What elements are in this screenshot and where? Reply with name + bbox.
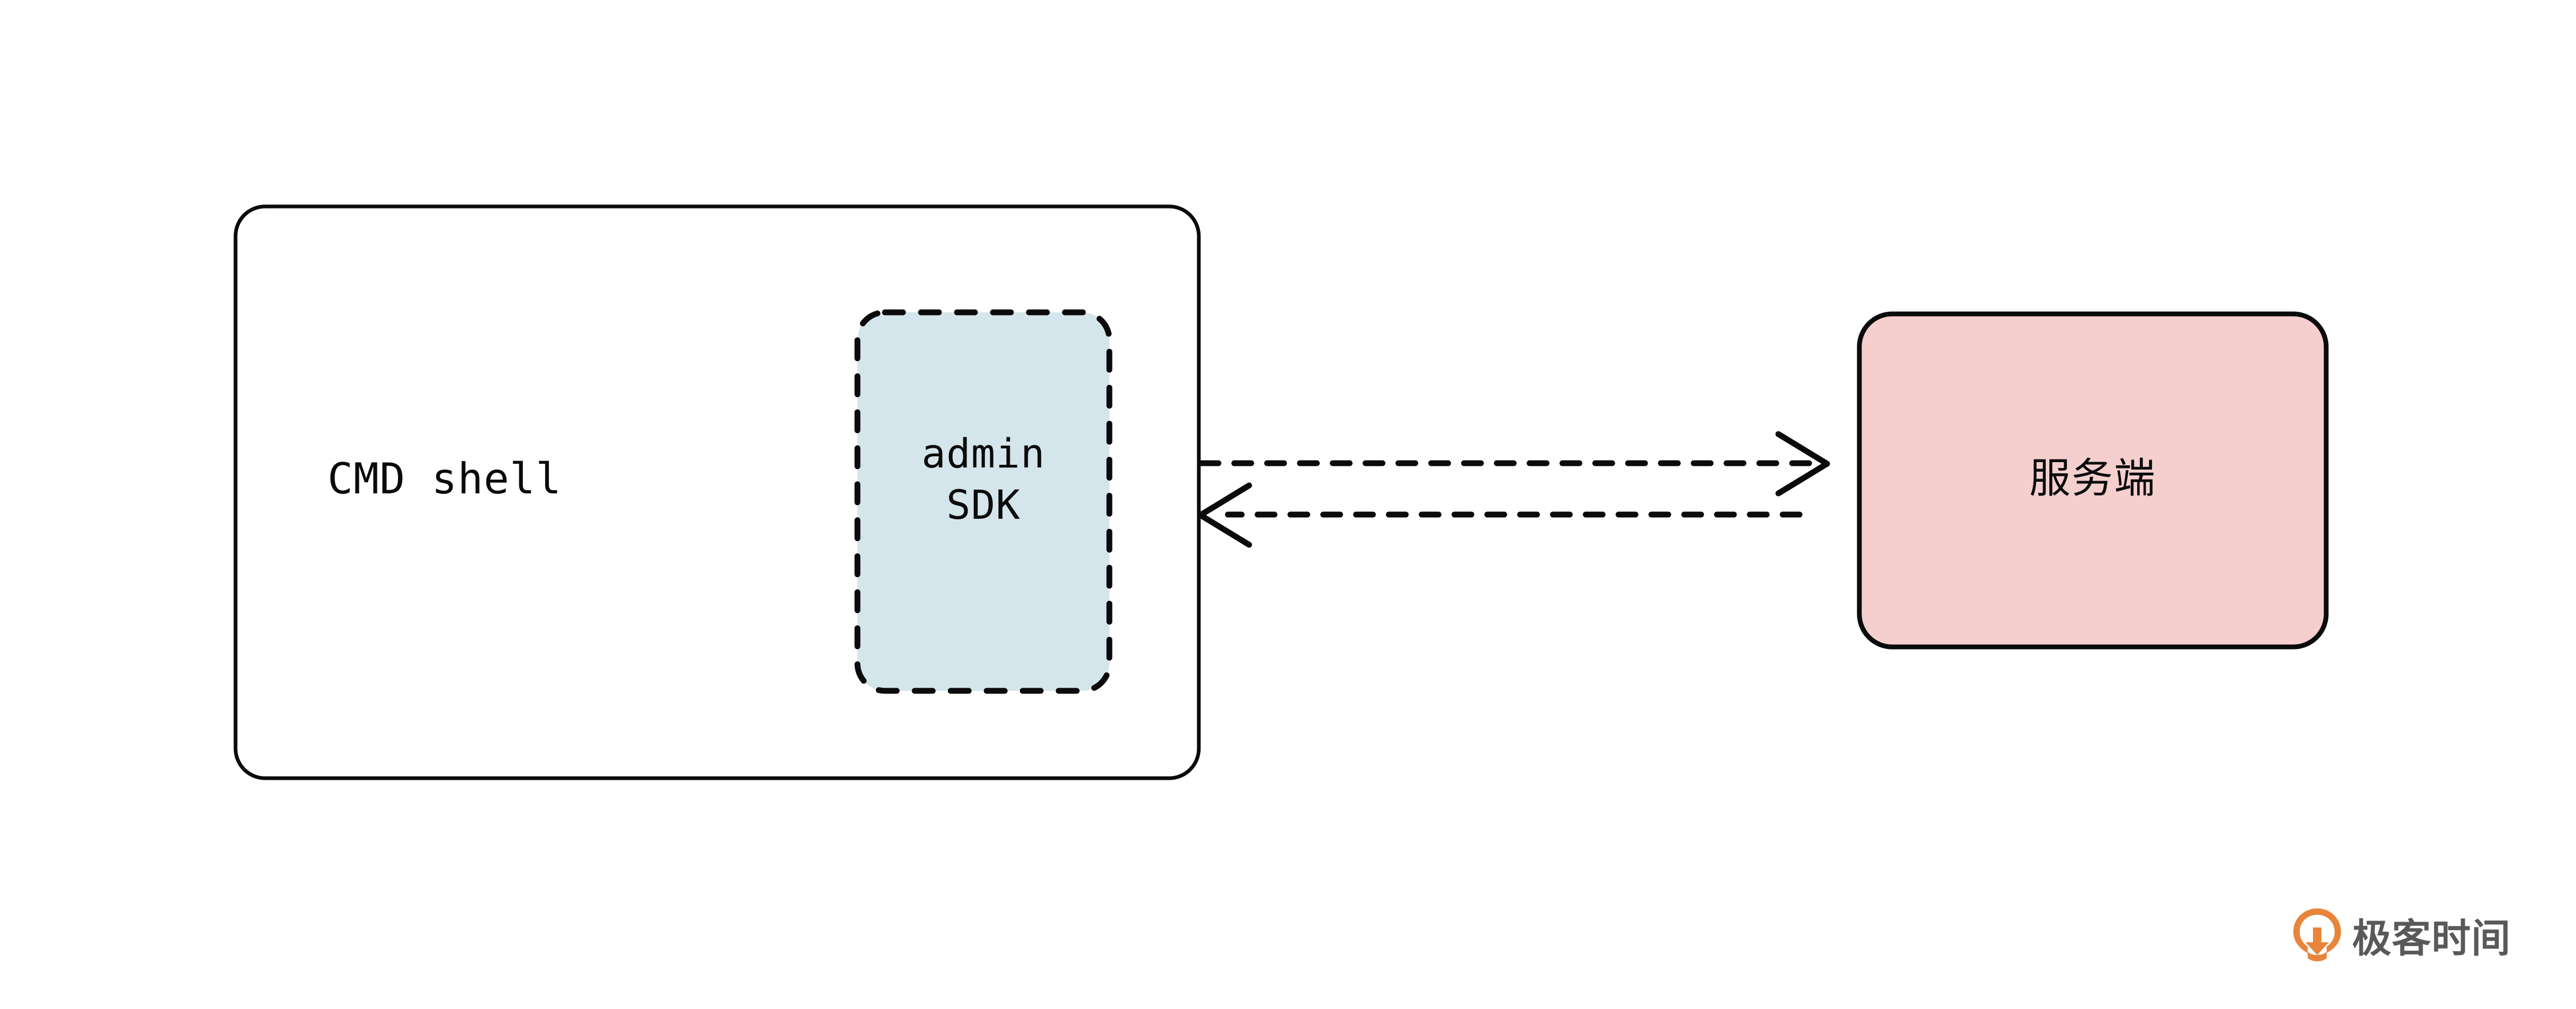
response-arrow-head <box>1197 482 1252 548</box>
geektime-logo-icon <box>2293 908 2341 961</box>
response-arrow[interactable] <box>1197 482 1803 548</box>
request-arrow[interactable] <box>1198 431 1830 497</box>
watermark-text: 极客时间 <box>2352 915 2511 961</box>
admin-sdk-box[interactable] <box>854 309 1113 694</box>
request-arrow-head <box>1775 431 1830 497</box>
watermark: 极客时间 <box>2292 903 2511 967</box>
server-box[interactable] <box>1857 311 2329 650</box>
